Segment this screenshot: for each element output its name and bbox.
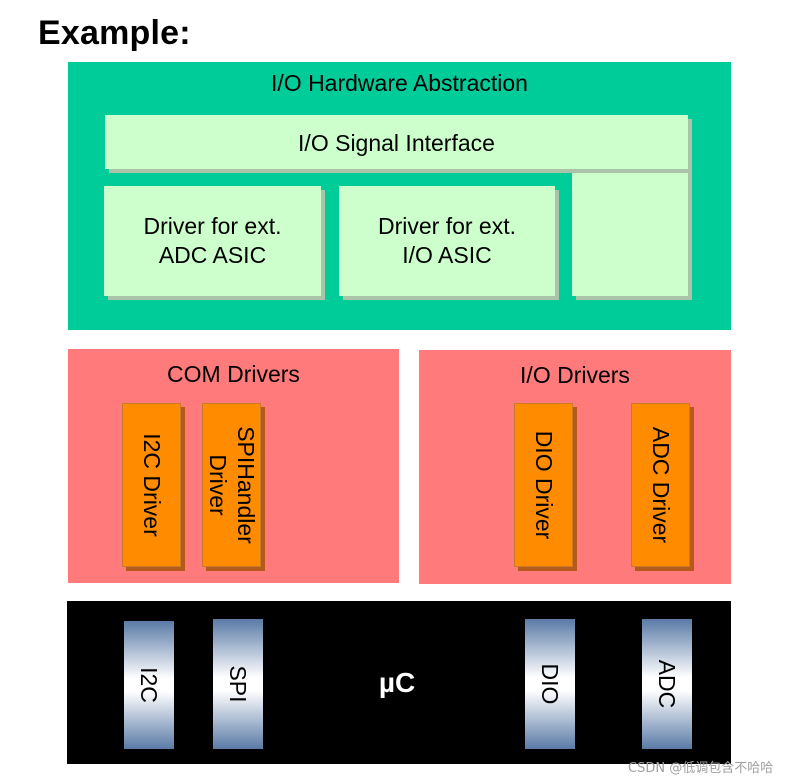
driver-ext-io-line-2: I/O ASIC [402,242,492,268]
i2c-driver-label: I2C Driver [138,433,165,537]
driver-ext-adc-asic-box: Driver for ext. ADC ASIC [104,186,321,296]
dio-driver-box: DIO Driver [514,403,573,567]
adc-driver-label: ADC Driver [647,426,674,544]
io-signal-interface-label: I/O Signal Interface [298,130,495,156]
driver-ext-io-line-1: Driver for ext. [377,213,517,239]
page-title: Example: [38,14,191,52]
com-drivers-layer: COM Drivers I2C Driver SPIHandler Driver [68,349,399,583]
i2c-driver-box: I2C Driver [122,403,181,567]
mcu-pin-adc: ADC [642,619,692,749]
com-drivers-title: COM Drivers [167,361,300,387]
io-signal-interface-bar [105,115,688,169]
io-hardware-abstraction-layer: I/O Hardware Abstraction I/O Signal Inte… [68,62,731,330]
mcu-pin-spi-label: SPI [225,665,251,703]
mcu-pin-adc-label: ADC [654,659,680,709]
io-signal-interface-extension [572,169,688,296]
dio-driver-label: DIO Driver [530,430,557,540]
microcontroller-layer: I2C SPI µC DIO ADC [67,601,731,764]
io-drivers-layer: I/O Drivers DIO Driver ADC Driver [419,350,731,584]
mcu-pin-spi: SPI [213,619,263,749]
microcontroller-label: µC [378,667,416,698]
spi-handler-driver-line-1: SPIHandler [232,426,259,544]
driver-ext-adc-line-1: Driver for ext. [143,213,282,239]
driver-ext-io-asic-box: Driver for ext. I/O ASIC [339,186,555,296]
adc-driver-box: ADC Driver [631,403,690,567]
io-hardware-abstraction-title: I/O Hardware Abstraction [271,70,528,96]
watermark-text: CSDN @低调包含不哈哈 [628,761,774,776]
mcu-pin-i2c: I2C [124,621,174,749]
mcu-pin-dio: DIO [525,619,575,749]
spi-handler-driver-box: SPIHandler Driver [202,403,261,567]
spi-handler-driver-line-2: Driver [204,454,231,516]
mcu-pin-i2c-label: I2C [136,667,162,703]
spi-handler-driver-label: SPIHandler Driver [204,426,260,544]
driver-ext-adc-line-2: ADC ASIC [158,242,267,268]
mcu-pin-dio-label: DIO [537,663,563,705]
io-drivers-title: I/O Drivers [520,362,630,388]
